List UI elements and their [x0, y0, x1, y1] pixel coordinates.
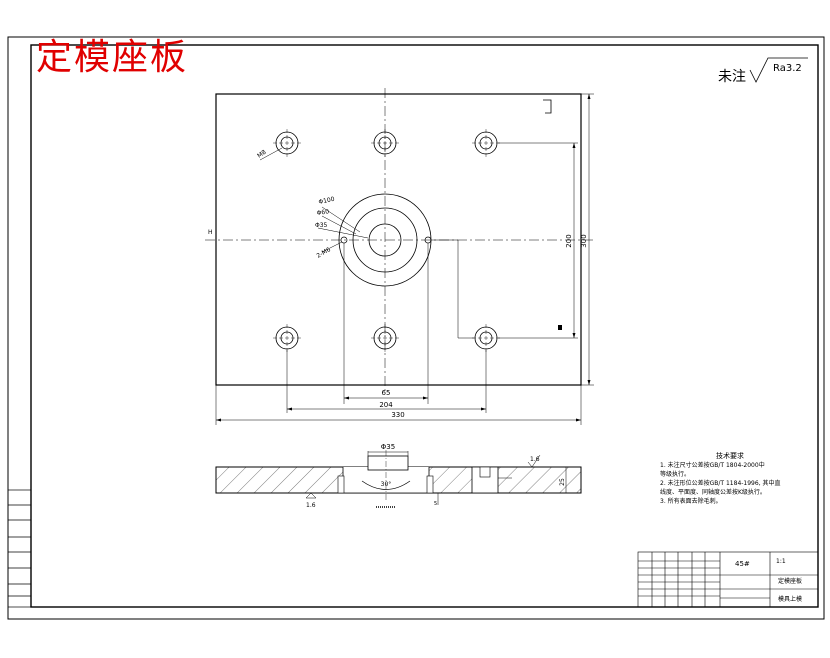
inner-bore — [368, 223, 402, 257]
technical-notes: 技术要求 1. 未注尺寸公差按GB/T 1804-2000中 等级执行。 2. … — [660, 452, 830, 506]
counterbore-holes — [275, 131, 498, 350]
outer-border — [7, 36, 825, 620]
note-line: 等级执行。 — [660, 471, 691, 478]
sec-25: 25 — [559, 478, 566, 486]
roughness-symbol — [749, 57, 808, 83]
dim-330: 330 — [391, 411, 404, 419]
plan-view: M8 Φ100 Φ60 Φ35 2-M6 H — [205, 88, 595, 425]
section-mark-left: H — [208, 229, 213, 236]
roughness-note: 未注 — [718, 69, 746, 85]
note-line: 3. 所有表面去除毛刺。 — [660, 498, 722, 505]
sec-30deg: 30° — [381, 481, 392, 488]
dim-200: 200 — [565, 234, 573, 247]
plate-outline — [215, 93, 582, 386]
roughness-value: Ra3.2 — [773, 63, 802, 74]
sec-phi35: Φ35 — [381, 443, 395, 451]
label-phi60: Φ60 — [316, 208, 329, 217]
note-line: 1. 未注尺寸公差按GB/T 1804-2000中 — [660, 462, 765, 469]
dim-300: 300 — [580, 234, 588, 247]
notes-heading: 技术要求 — [716, 452, 744, 460]
label-phi100: Φ100 — [318, 196, 335, 206]
title-block — [637, 551, 819, 608]
sec-1-6-top: 1.6 — [530, 456, 540, 463]
sec-1-6-bottom: 1.6 — [306, 502, 316, 509]
tb-part-name: 定模座板 — [778, 577, 802, 585]
dim-204: 204 — [379, 401, 393, 409]
tb-material: 45# — [735, 560, 750, 568]
label-m8: M8 — [256, 149, 268, 160]
dim-65: 65 — [382, 389, 391, 397]
drawing-title: 定模座板 — [36, 37, 189, 78]
inner-border — [30, 44, 819, 608]
section-view: Φ35 30° 25 1.6 1.6 5 — [215, 443, 582, 509]
binding-block — [7, 489, 32, 608]
tb-drawing-name: 模具上模 — [778, 595, 802, 603]
note-line: 2. 未注形位公差按GB/T 1184-1996, 其中直 — [660, 480, 781, 487]
label-phi35: Φ35 — [315, 222, 328, 229]
tb-scale: 1:1 — [776, 558, 786, 565]
note-line: 线度、平面度、同轴度公差按K级执行。 — [660, 489, 766, 496]
mid-ring — [352, 207, 418, 273]
sec-5: 5 — [434, 501, 437, 507]
